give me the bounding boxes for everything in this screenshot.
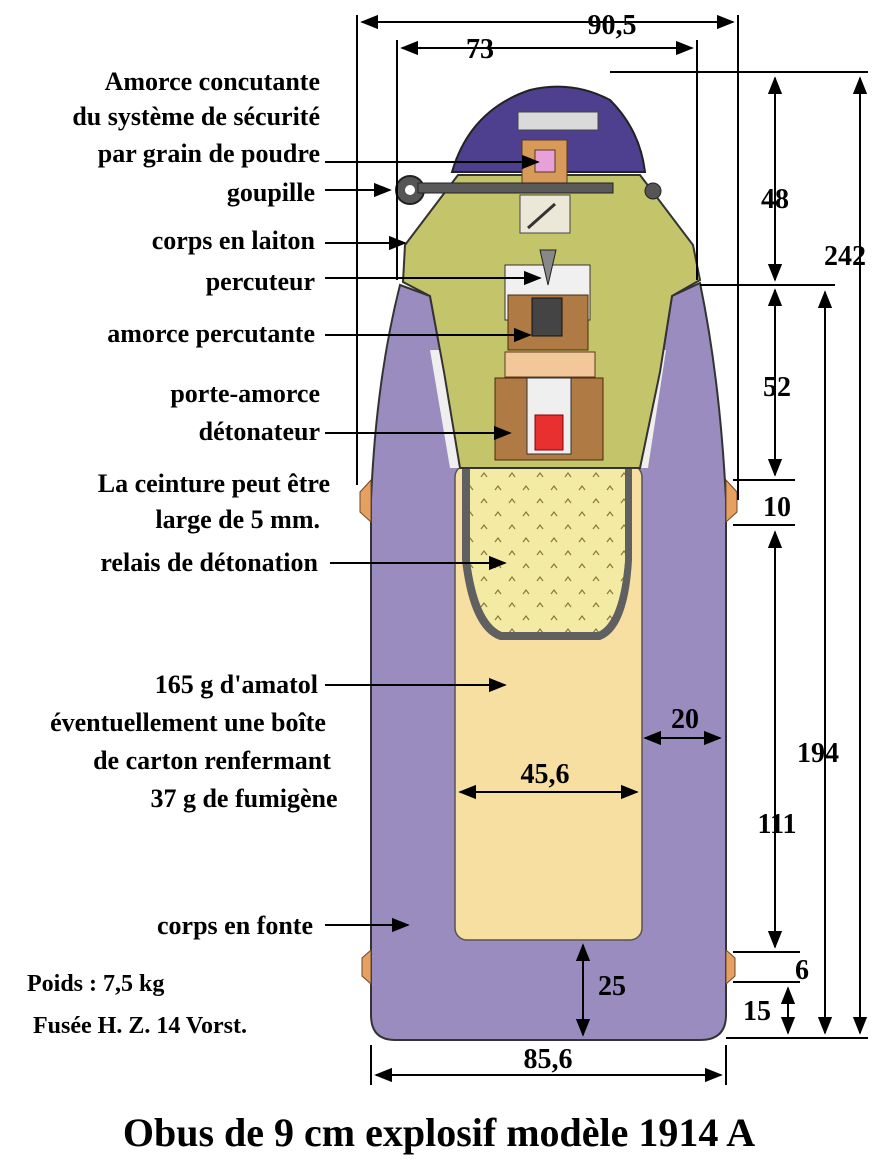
label-corps-laiton: corps en laiton bbox=[152, 226, 316, 255]
dim-cavity-width: 45,6 bbox=[521, 759, 570, 790]
striker bbox=[539, 249, 557, 286]
dim-lower-section: 111 bbox=[758, 809, 797, 840]
label-fumigene-3: 37 g de fumigène bbox=[150, 784, 337, 813]
relay-cup bbox=[462, 428, 632, 640]
dim-base: 25 bbox=[598, 971, 626, 1002]
part-labels: Amorce concutante du système de sécurité… bbox=[27, 67, 338, 1039]
label-goupille: goupille bbox=[227, 178, 315, 207]
pin-head bbox=[644, 182, 662, 200]
driving-bands bbox=[359, 478, 738, 986]
dim-fuse-width: 73 bbox=[466, 34, 494, 65]
label-amorce-concutante-2: du système de sécurité bbox=[72, 102, 320, 131]
label-ceinture-2: large de 5 mm. bbox=[155, 505, 320, 534]
dim-belt: 10 bbox=[763, 492, 791, 523]
nose-plate bbox=[517, 111, 599, 131]
label-poids: Poids : 7,5 kg bbox=[27, 971, 164, 997]
label-relais: relais de détonation bbox=[100, 548, 318, 577]
dim-upper-section: 52 bbox=[763, 372, 791, 403]
detonation-relay bbox=[462, 428, 632, 640]
lower-belt-left bbox=[361, 948, 372, 986]
label-fumigene-1: éventuellement une boîte bbox=[50, 708, 326, 737]
percussion-primer bbox=[531, 297, 563, 337]
label-amorce-concutante-1: Amorce concutante bbox=[105, 67, 320, 96]
label-amorce-percutante: amorce percutante bbox=[107, 319, 315, 348]
detonator-charge bbox=[534, 414, 564, 451]
dim-width-top: 90,5 bbox=[588, 10, 637, 41]
dim-wall: 20 bbox=[671, 704, 699, 735]
label-fusee: Fusée H. Z. 14 Vorst. bbox=[33, 1013, 247, 1039]
dimension-lines bbox=[356, 14, 868, 1085]
fuse bbox=[395, 85, 702, 469]
label-porte-amorce-2: détonateur bbox=[199, 417, 320, 446]
upper-belt-left bbox=[359, 478, 372, 524]
dim-base-width: 85,6 bbox=[524, 1044, 573, 1075]
label-corps-fonte: corps en fonte bbox=[157, 911, 313, 940]
leader-arrows bbox=[325, 154, 542, 933]
label-porte-amorce-1: porte-amorce bbox=[170, 379, 320, 408]
dim-total-height: 242 bbox=[824, 241, 866, 272]
lower-belt-right bbox=[725, 948, 736, 986]
dim-base-offset: 15 bbox=[743, 996, 771, 1027]
label-fumigene-2: de carton renfermant bbox=[93, 746, 331, 775]
safety-lever bbox=[527, 202, 556, 230]
diagram-title: Obus de 9 cm explosif modèle 1914 A bbox=[123, 1110, 755, 1155]
dim-fuse-height: 48 bbox=[761, 184, 789, 215]
upper-belt-right bbox=[725, 478, 738, 524]
pin-shaft bbox=[417, 182, 614, 194]
label-ceinture-1: La ceinture peut être bbox=[98, 469, 330, 498]
dimension-values: 90,5 73 48 242 52 10 194 20 45,6 111 6 2… bbox=[466, 10, 866, 1075]
label-amorce-concutante-3: par grain de poudre bbox=[98, 139, 320, 168]
dim-lower-belt: 6 bbox=[795, 955, 809, 986]
label-percuteur: percuteur bbox=[206, 267, 315, 296]
label-amatol: 165 g d'amatol bbox=[155, 670, 318, 699]
pin-ring-hole bbox=[405, 185, 415, 195]
dim-body-height: 194 bbox=[797, 738, 839, 769]
primer-plate bbox=[504, 351, 596, 378]
relay-filling bbox=[470, 465, 625, 632]
